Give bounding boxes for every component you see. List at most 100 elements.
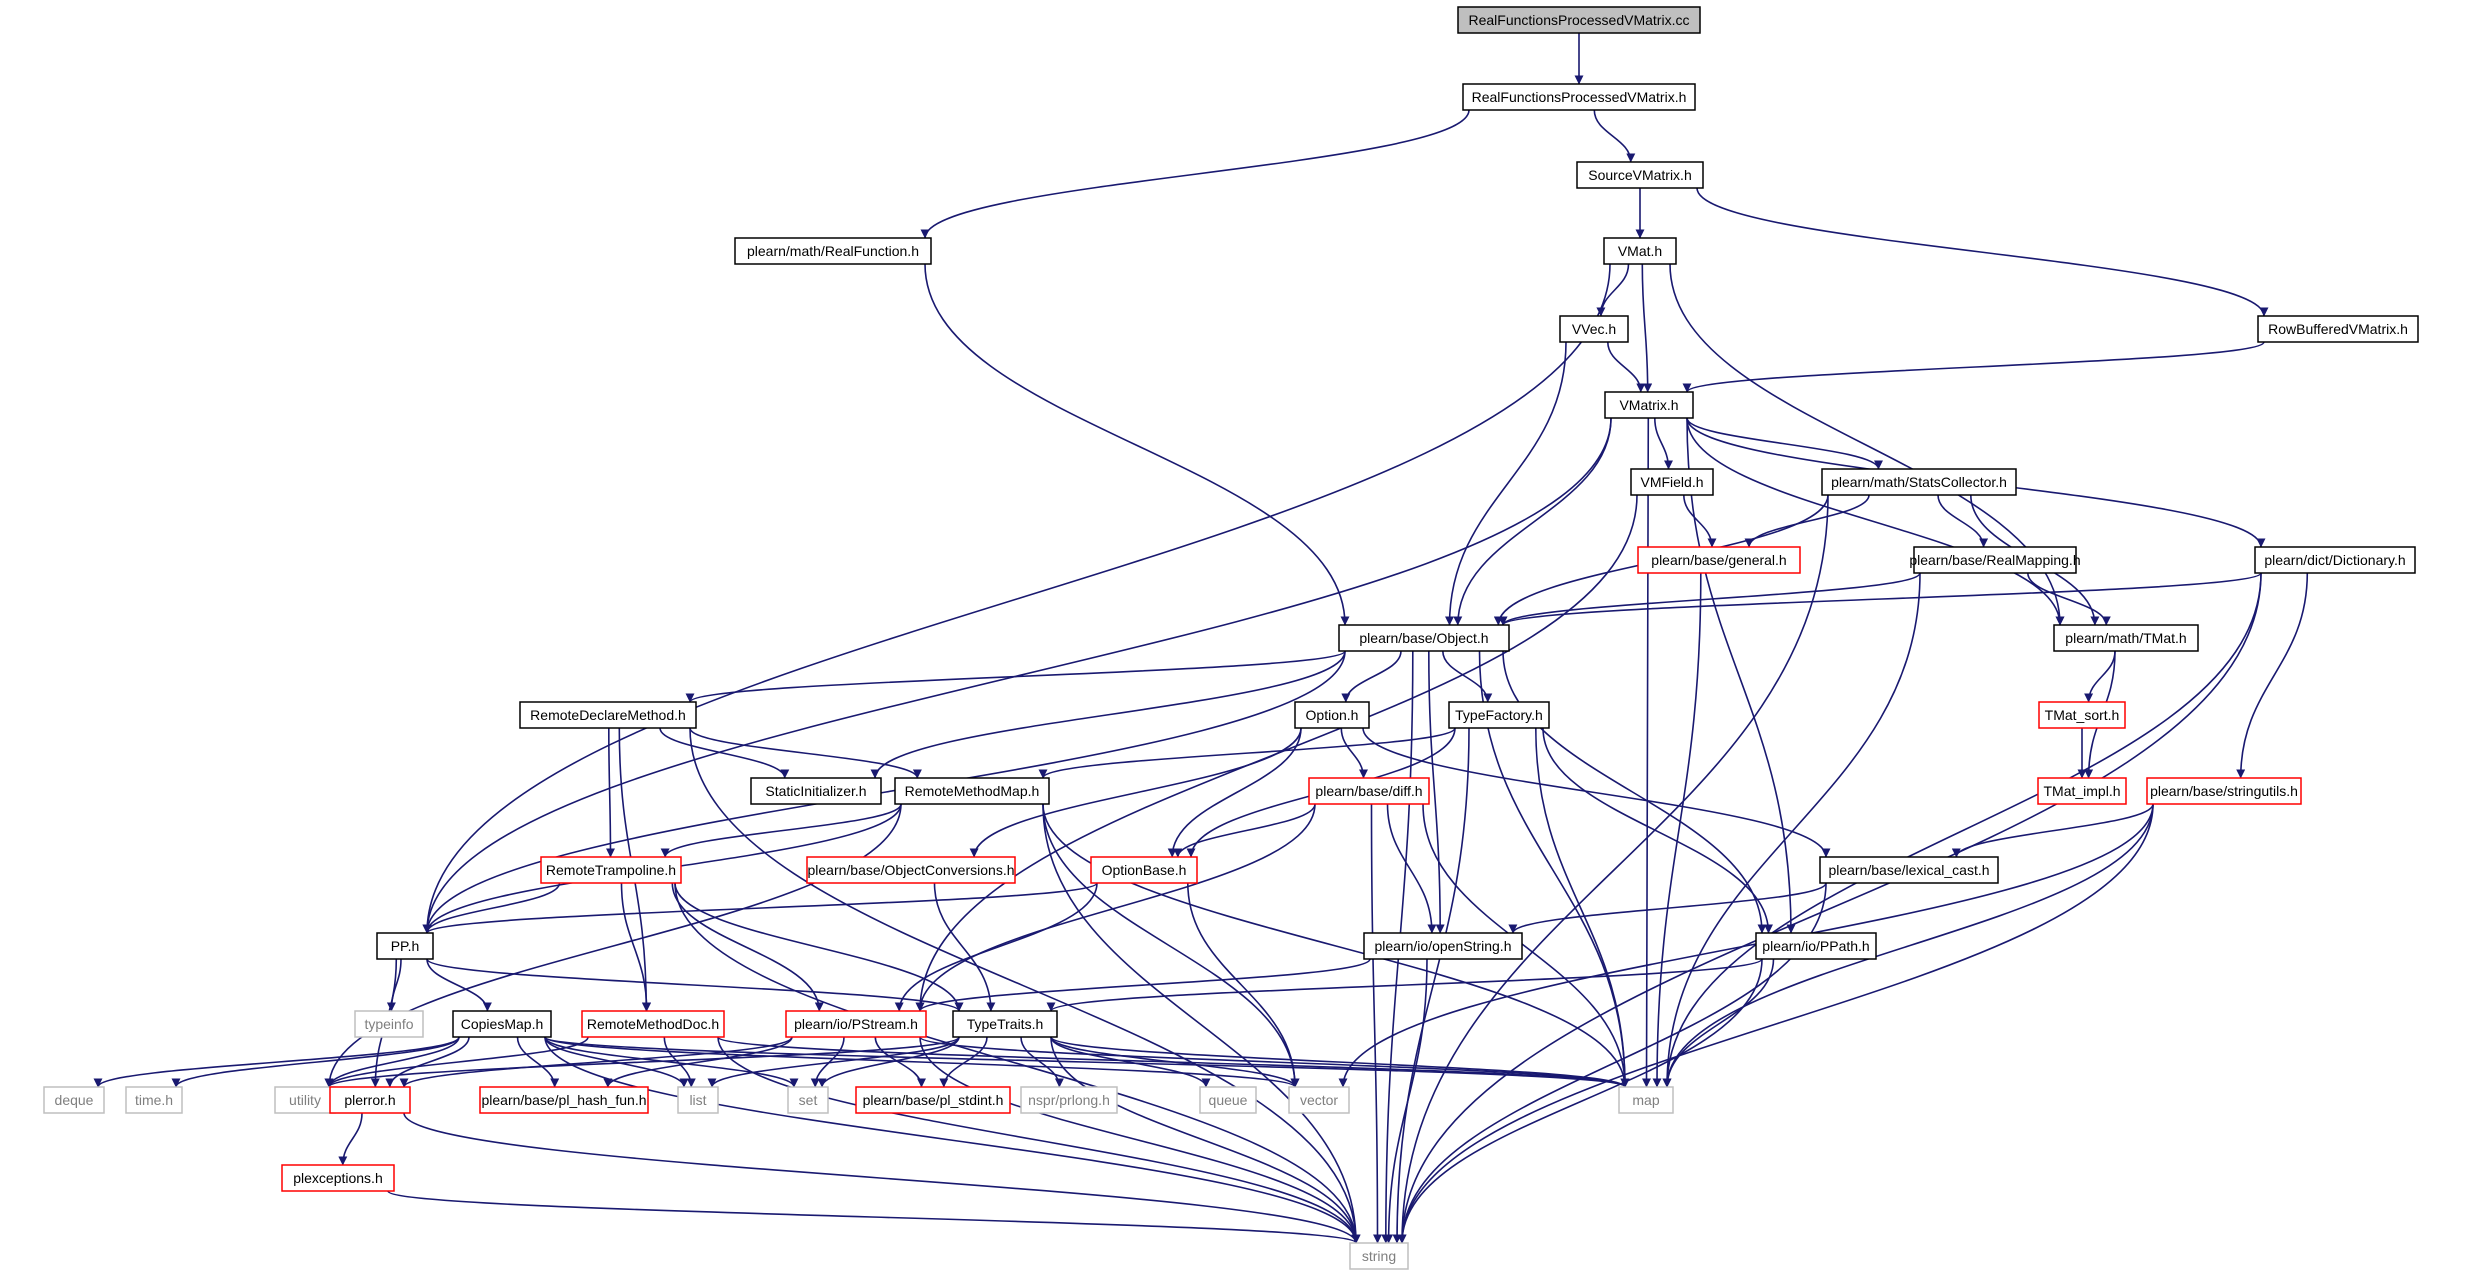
edge-vmatrix-to-statscollector bbox=[1686, 417, 1883, 470]
edge-object-to-openstring bbox=[1428, 650, 1445, 934]
edge-remotemethoddoc-to-utility bbox=[324, 1036, 589, 1088]
node-box-option bbox=[1294, 701, 1370, 729]
edge-copiesmap-to-timeh bbox=[171, 1036, 460, 1088]
edge-copiesmap-to-set bbox=[544, 1036, 799, 1088]
node-label-stdint: plearn/base/pl_stdint.h bbox=[863, 1092, 1004, 1108]
node-copiesmap[interactable]: CopiesMap.h bbox=[452, 1010, 552, 1038]
node-label-remotetrampoline: RemoteTrampoline.h bbox=[546, 862, 676, 878]
edge-vmat-to-vvec bbox=[1596, 263, 1630, 317]
node-set: set bbox=[787, 1086, 829, 1114]
node-box-staticinit bbox=[750, 777, 882, 805]
node-plexceptions[interactable]: plexceptions.h bbox=[281, 1164, 395, 1192]
edge-copiesmap-to-utility bbox=[324, 1036, 460, 1088]
node-box-typetraits bbox=[952, 1010, 1058, 1038]
edge-option-to-objectconv bbox=[969, 727, 1302, 858]
node-optionbase[interactable]: OptionBase.h bbox=[1090, 856, 1198, 884]
node-box-ppath bbox=[1755, 932, 1877, 960]
node-box-root bbox=[1457, 6, 1701, 34]
node-box-remotedeclare bbox=[519, 701, 697, 729]
node-staticinit[interactable]: StaticInitializer.h bbox=[750, 777, 882, 805]
node-remotetrampoline[interactable]: RemoteTrampoline.h bbox=[540, 856, 682, 884]
node-remotemethodmap[interactable]: RemoteMethodMap.h bbox=[894, 777, 1050, 805]
node-rowbuffered[interactable]: RowBufferedVMatrix.h bbox=[2257, 315, 2419, 343]
node-typefactory[interactable]: TypeFactory.h bbox=[1448, 701, 1550, 729]
node-label-realmapping: plearn/base/RealMapping.h bbox=[1909, 552, 2080, 568]
node-lexicalcast[interactable]: plearn/base/lexical_cast.h bbox=[1819, 856, 1999, 884]
node-remotemethoddoc[interactable]: RemoteMethodDoc.h bbox=[581, 1010, 725, 1038]
edge-objectconv-to-typetraits bbox=[933, 882, 996, 1012]
edge-object-to-remotedeclare bbox=[685, 650, 1346, 703]
node-box-lexicalcast bbox=[1819, 856, 1999, 884]
node-box-vmfield bbox=[1630, 468, 1714, 496]
node-label-rfpvm_h: RealFunctionsProcessedVMatrix.h bbox=[1472, 89, 1687, 105]
node-box-deque bbox=[43, 1086, 105, 1114]
node-object[interactable]: plearn/base/Object.h bbox=[1338, 624, 1510, 652]
node-realmapping[interactable]: plearn/base/RealMapping.h bbox=[1909, 546, 2081, 574]
node-tmatsort[interactable]: TMat_sort.h bbox=[2038, 701, 2126, 729]
node-tmat[interactable]: plearn/math/TMat.h bbox=[2053, 624, 2199, 652]
node-label-tmatsort: TMat_sort.h bbox=[2045, 707, 2120, 723]
node-dictionary[interactable]: plearn/dict/Dictionary.h bbox=[2254, 546, 2416, 574]
node-label-staticinit: StaticInitializer.h bbox=[765, 783, 866, 799]
node-rfpvm_h[interactable]: RealFunctionsProcessedVMatrix.h bbox=[1462, 83, 1696, 111]
node-stdint[interactable]: plearn/base/pl_stdint.h bbox=[855, 1086, 1011, 1114]
node-box-general bbox=[1637, 546, 1801, 574]
node-vvec[interactable]: VVec.h bbox=[1559, 315, 1629, 343]
node-box-typefactory bbox=[1448, 701, 1550, 729]
edge-remotetrampoline-to-typetraits bbox=[674, 882, 964, 1012]
node-box-optionbase bbox=[1090, 856, 1198, 884]
node-typetraits[interactable]: TypeTraits.h bbox=[952, 1010, 1058, 1038]
node-tmatimpl[interactable]: TMat_impl.h bbox=[2037, 777, 2127, 805]
node-hashfun[interactable]: plearn/base/pl_hash_fun.h bbox=[479, 1086, 649, 1114]
node-box-stringutils bbox=[2146, 777, 2302, 805]
node-stringutils[interactable]: plearn/base/stringutils.h bbox=[2146, 777, 2302, 805]
edge-layer bbox=[93, 33, 2309, 1244]
node-option[interactable]: Option.h bbox=[1294, 701, 1370, 729]
node-statscollector[interactable]: plearn/math/StatsCollector.h bbox=[1821, 468, 2017, 496]
node-ppath[interactable]: plearn/io/PPath.h bbox=[1755, 932, 1877, 960]
edge-vmatrix-to-tmat bbox=[1686, 417, 2065, 626]
node-remotedeclare[interactable]: RemoteDeclareMethod.h bbox=[519, 701, 697, 729]
node-objectconv[interactable]: plearn/base/ObjectConversions.h bbox=[806, 856, 1016, 884]
node-general[interactable]: plearn/base/general.h bbox=[1637, 546, 1801, 574]
node-label-typeinfo: typeinfo bbox=[364, 1016, 413, 1032]
node-root[interactable]: RealFunctionsProcessedVMatrix.cc bbox=[1457, 6, 1701, 34]
node-sourcevmatrix[interactable]: SourceVMatrix.h bbox=[1576, 161, 1704, 189]
edge-copiesmap-to-vector bbox=[544, 1036, 1300, 1088]
node-label-option: Option.h bbox=[1306, 707, 1359, 723]
edge-typetraits-to-map bbox=[1050, 1036, 1630, 1088]
node-diff[interactable]: plearn/base/diff.h bbox=[1308, 777, 1430, 805]
node-label-ppath: plearn/io/PPath.h bbox=[1762, 938, 1869, 954]
node-label-plexceptions: plexceptions.h bbox=[293, 1170, 383, 1186]
node-label-dictionary: plearn/dict/Dictionary.h bbox=[2264, 552, 2405, 568]
node-pp[interactable]: PP.h bbox=[376, 932, 434, 960]
edge-dictionary-to-string bbox=[1397, 572, 2262, 1244]
edge-rfpvm_h-to-realfunction bbox=[920, 109, 1470, 239]
node-box-vvec bbox=[1559, 315, 1629, 343]
node-label-map: map bbox=[1632, 1092, 1659, 1108]
edge-copiesmap-to-map bbox=[544, 1036, 1630, 1088]
node-box-queue bbox=[1199, 1086, 1257, 1114]
node-label-copiesmap: CopiesMap.h bbox=[461, 1016, 544, 1032]
edge-copiesmap-to-plerror bbox=[385, 1036, 470, 1088]
node-label-vmat: VMat.h bbox=[1618, 243, 1662, 259]
node-vmat[interactable]: VMat.h bbox=[1603, 237, 1677, 265]
edge-remotedeclare-to-staticinit bbox=[659, 727, 790, 779]
node-vmfield[interactable]: VMField.h bbox=[1630, 468, 1714, 496]
node-utility: utility bbox=[274, 1086, 336, 1114]
node-label-pstream: plearn/io/PStream.h bbox=[794, 1016, 918, 1032]
edge-openstring-to-pstream bbox=[915, 958, 1371, 1012]
node-realfunction[interactable]: plearn/math/RealFunction.h bbox=[734, 237, 932, 265]
node-box-rfpvm_h bbox=[1462, 83, 1696, 111]
node-label-deque: deque bbox=[55, 1092, 94, 1108]
edge-vmat-to-vmatrix bbox=[1641, 263, 1653, 393]
node-label-typefactory: TypeFactory.h bbox=[1455, 707, 1543, 723]
node-plerror[interactable]: plerror.h bbox=[329, 1086, 411, 1114]
node-label-vector: vector bbox=[1300, 1092, 1338, 1108]
edge-diff-to-map bbox=[1422, 803, 1630, 1088]
node-vmatrix[interactable]: VMatrix.h bbox=[1604, 391, 1694, 419]
edge-sourcevmatrix-to-rowbuffered bbox=[1696, 187, 2269, 317]
node-box-plexceptions bbox=[281, 1164, 395, 1192]
node-openstring[interactable]: plearn/io/openString.h bbox=[1363, 932, 1523, 960]
node-pstream[interactable]: plearn/io/PStream.h bbox=[785, 1010, 927, 1038]
